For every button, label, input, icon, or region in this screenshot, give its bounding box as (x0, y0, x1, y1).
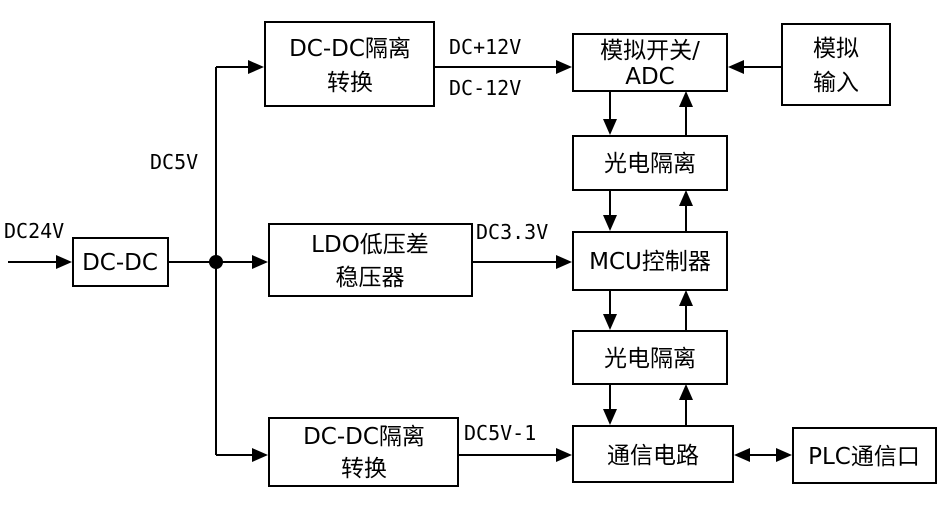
label-dc-plus-12v: DC+12V (449, 35, 521, 59)
arrow-into-adc-left (556, 60, 572, 74)
dcdc-iso-top-line2: 转换 (327, 70, 373, 96)
label-dc5v: DC5V (150, 150, 198, 174)
arrow-into-comm-right (734, 448, 750, 462)
plc-port-label: PLC通信口 (808, 444, 920, 470)
block-opto-isolation-top: 光电隔离 (572, 135, 728, 191)
arrow-into-dcdc (56, 255, 72, 269)
opto-isolation-bottom-label: 光电隔离 (604, 346, 696, 372)
ldo-line2: 稳压器 (336, 265, 405, 291)
arrow-into-plc (776, 448, 792, 462)
arrow-down-to-opto-top (603, 119, 617, 135)
arrow-down-to-comm (603, 409, 617, 425)
block-mcu: MCU控制器 (572, 231, 728, 291)
label-dc24v: DC24V (4, 219, 64, 243)
block-dcdc-iso-top: DC-DC隔离 转换 (264, 21, 435, 107)
dcdc-iso-bottom-line2: 转换 (341, 456, 387, 482)
analog-input-line2: 输入 (813, 70, 859, 96)
arrow-up-to-mcu (679, 290, 693, 306)
block-comm-circuit: 通信电路 (572, 425, 734, 483)
arrow-into-ldo (252, 255, 268, 269)
signal-labels: DC24V DC5V DC+12V DC-12V DC3.3V DC5V-1 (4, 35, 548, 445)
comm-circuit-label: 通信电路 (607, 443, 699, 469)
block-dcdc-main: DC-DC (72, 237, 169, 287)
arrowheads (56, 60, 792, 462)
dcdc-main-label: DC-DC (82, 250, 158, 276)
ldo-line1: LDO低压差 (311, 232, 429, 258)
dcdc-iso-top-line1: DC-DC隔离 (289, 36, 411, 62)
analog-switch-adc-line1: 模拟开关/ (600, 38, 700, 64)
arrow-into-bottom-iso (252, 448, 268, 462)
mcu-label: MCU控制器 (589, 249, 711, 275)
arrow-up-to-adc (679, 91, 693, 107)
block-dcdc-iso-bottom: DC-DC隔离 转换 (268, 417, 459, 487)
arrow-down-to-opto-bottom (603, 314, 617, 330)
arrow-into-adc-right (728, 60, 744, 74)
label-dc5v-1: DC5V-1 (464, 421, 536, 445)
label-dc-minus-12v: DC-12V (449, 76, 521, 100)
block-plc-port: PLC通信口 (792, 427, 937, 484)
block-analog-input: 模拟 输入 (781, 23, 891, 106)
arrow-up-to-opto-bottom (679, 384, 693, 400)
label-dc3-3v: DC3.3V (476, 220, 548, 244)
block-ldo: LDO低压差 稳压器 (268, 223, 473, 297)
arrow-into-top-iso (248, 60, 264, 74)
arrow-into-mcu-left (556, 255, 572, 269)
block-opto-isolation-bottom: 光电隔离 (572, 330, 728, 385)
arrow-up-to-opto-top (679, 190, 693, 206)
bus-junction-dot (209, 255, 223, 269)
analog-switch-adc-line2: ADC (625, 64, 675, 90)
arrow-down-to-mcu (603, 215, 617, 231)
dcdc-iso-bottom-line1: DC-DC隔离 (303, 424, 425, 450)
opto-isolation-top-label: 光电隔离 (604, 151, 696, 177)
analog-input-line1: 模拟 (813, 36, 859, 62)
block-analog-switch-adc: 模拟开关/ ADC (572, 33, 728, 92)
arrow-into-comm-left (556, 448, 572, 462)
